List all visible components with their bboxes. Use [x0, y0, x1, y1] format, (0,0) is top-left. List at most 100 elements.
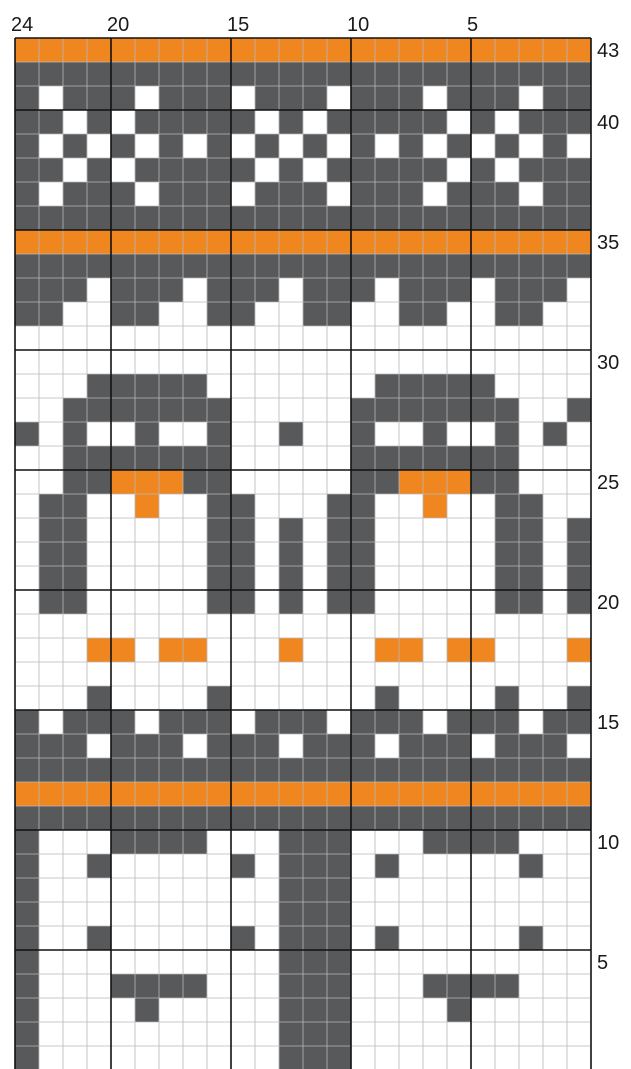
- chart-cell-r15-c12: [303, 710, 327, 734]
- chart-cell-r38-c15: [231, 158, 255, 182]
- chart-cell-r28-c18: [159, 398, 183, 422]
- chart-cell-r4-c24: [15, 974, 39, 998]
- chart-cell-r1-c20: [111, 1046, 135, 1069]
- chart-cell-r23-c19: [135, 518, 159, 542]
- chart-cell-r16-c12: [303, 686, 327, 710]
- chart-cell-r40-c3: [519, 110, 543, 134]
- chart-cell-r12-c20: [111, 782, 135, 806]
- chart-cell-r8-c6: [447, 878, 471, 902]
- chart-cell-r9-c3: [519, 854, 543, 878]
- chart-cell-r40-c16: [207, 110, 231, 134]
- chart-cell-r25-c17: [183, 470, 207, 494]
- chart-cell-r9-c22: [63, 854, 87, 878]
- chart-cell-r15-c1: [567, 710, 591, 734]
- chart-cell-r41-c17: [183, 86, 207, 110]
- chart-cell-r25-c20: [111, 470, 135, 494]
- chart-cell-r11-c24: [15, 806, 39, 830]
- chart-cell-r41-c2: [543, 86, 567, 110]
- chart-cell-r18-c8: [399, 638, 423, 662]
- chart-cell-r16-c6: [447, 686, 471, 710]
- chart-cell-r38-c22: [63, 158, 87, 182]
- chart-cell-r43-c8: [399, 38, 423, 62]
- chart-cell-r1-c11: [327, 1046, 351, 1069]
- chart-cell-r7-c2: [543, 902, 567, 926]
- chart-cell-r26-c5: [471, 446, 495, 470]
- chart-cell-r42-c12: [303, 62, 327, 86]
- chart-cell-r36-c3: [519, 206, 543, 230]
- chart-cell-r24-c11: [327, 494, 351, 518]
- chart-cell-r40-c11: [327, 110, 351, 134]
- chart-cell-r24-c18: [159, 494, 183, 518]
- chart-cell-r42-c14: [255, 62, 279, 86]
- chart-cell-r3-c5: [471, 998, 495, 1022]
- chart-cell-r34-c24: [15, 254, 39, 278]
- chart-cell-r19-c7: [423, 614, 447, 638]
- chart-cell-r16-c24: [15, 686, 39, 710]
- chart-cell-r14-c5: [471, 734, 495, 758]
- chart-cell-r41-c11: [327, 86, 351, 110]
- chart-cell-r7-c20: [111, 902, 135, 926]
- chart-cell-r26-c17: [183, 446, 207, 470]
- chart-cell-r41-c23: [39, 86, 63, 110]
- chart-cell-r31-c6: [447, 326, 471, 350]
- chart-cell-r7-c11: [327, 902, 351, 926]
- chart-cell-r28-c19: [135, 398, 159, 422]
- chart-cell-r27-c22: [63, 422, 87, 446]
- chart-cell-r7-c7: [423, 902, 447, 926]
- chart-cell-r19-c12: [303, 614, 327, 638]
- chart-cell-r15-c24: [15, 710, 39, 734]
- chart-cell-r30-c22: [63, 350, 87, 374]
- chart-cell-r19-c13: [279, 614, 303, 638]
- chart-cell-r15-c20: [111, 710, 135, 734]
- chart-cell-r20-c16: [207, 590, 231, 614]
- chart-cell-r28-c10: [351, 398, 375, 422]
- chart-cell-r36-c2: [543, 206, 567, 230]
- chart-cell-r17-c2: [543, 662, 567, 686]
- chart-cell-r9-c5: [471, 854, 495, 878]
- chart-cell-r7-c12: [303, 902, 327, 926]
- chart-cell-r11-c23: [39, 806, 63, 830]
- chart-cell-r11-c5: [471, 806, 495, 830]
- chart-cell-r28-c9: [375, 398, 399, 422]
- chart-cell-r36-c21: [87, 206, 111, 230]
- chart-cell-r7-c8: [399, 902, 423, 926]
- chart-cell-r29-c19: [135, 374, 159, 398]
- chart-cell-r6-c7: [423, 926, 447, 950]
- chart-cell-r14-c3: [519, 734, 543, 758]
- chart-cell-r8-c7: [423, 878, 447, 902]
- chart-cell-r32-c15: [231, 302, 255, 326]
- chart-cell-r10-c7: [423, 830, 447, 854]
- chart-cell-r15-c15: [231, 710, 255, 734]
- chart-cell-r1-c21: [87, 1046, 111, 1069]
- chart-cell-r4-c10: [351, 974, 375, 998]
- chart-cell-r43-c6: [447, 38, 471, 62]
- chart-cell-r40-c17: [183, 110, 207, 134]
- chart-cell-r6-c4: [495, 926, 519, 950]
- chart-cell-r31-c3: [519, 326, 543, 350]
- chart-cell-r9-c13: [279, 854, 303, 878]
- chart-cell-r18-c18: [159, 638, 183, 662]
- chart-cell-r24-c4: [495, 494, 519, 518]
- row-label-30: 30: [597, 352, 619, 374]
- chart-cell-r6-c9: [375, 926, 399, 950]
- chart-cell-r43-c4: [495, 38, 519, 62]
- chart-cell-r25-c24: [15, 470, 39, 494]
- chart-cell-r42-c10: [351, 62, 375, 86]
- chart-cell-r22-c17: [183, 542, 207, 566]
- chart-cell-r43-c20: [111, 38, 135, 62]
- chart-cell-r32-c21: [87, 302, 111, 326]
- chart-cell-r20-c17: [183, 590, 207, 614]
- chart-cell-r9-c10: [351, 854, 375, 878]
- chart-cell-r7-c24: [15, 902, 39, 926]
- chart-cell-r25-c11: [327, 470, 351, 494]
- chart-cell-r38-c14: [255, 158, 279, 182]
- chart-cell-r18-c16: [207, 638, 231, 662]
- chart-cell-r14-c15: [231, 734, 255, 758]
- chart-cell-r21-c7: [423, 566, 447, 590]
- chart-cell-r22-c5: [471, 542, 495, 566]
- chart-cell-r6-c18: [159, 926, 183, 950]
- chart-cell-r8-c14: [255, 878, 279, 902]
- chart-cell-r6-c5: [471, 926, 495, 950]
- chart-cell-r36-c1: [567, 206, 591, 230]
- chart-cell-r39-c8: [399, 134, 423, 158]
